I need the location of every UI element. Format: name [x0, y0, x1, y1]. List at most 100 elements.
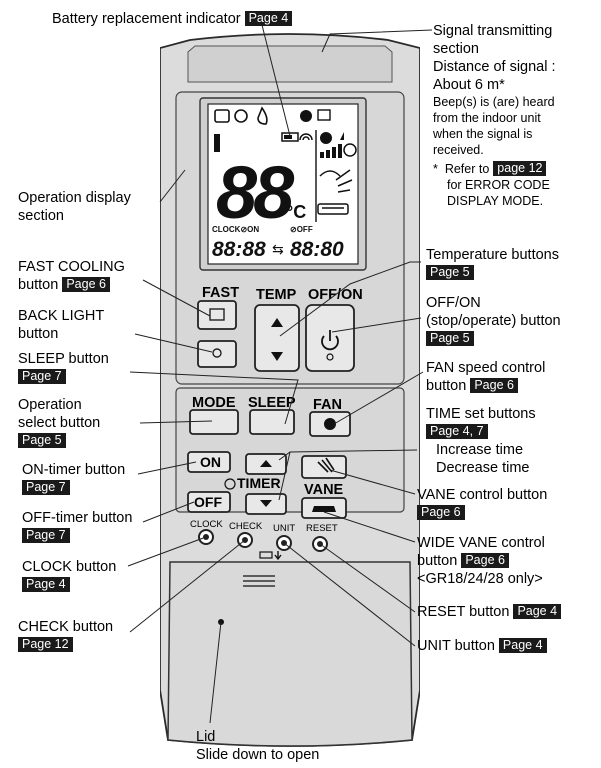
down-arrow-icon [274, 551, 282, 561]
wide-vane-line1: WIDE VANE control [417, 535, 545, 551]
on-timer-line1: ON-timer button [22, 462, 126, 478]
unit-line1: UNIT button [417, 638, 495, 654]
time-set-page-badge: Page 4, 7 [426, 424, 488, 439]
off-timer-line1: OFF-timer button [22, 510, 133, 526]
bulb-icon [212, 348, 222, 358]
note-page-badge: page 12 [493, 161, 547, 176]
time-increase-button[interactable] [245, 453, 287, 475]
back-light-button[interactable] [197, 340, 237, 368]
fan-speed-bars [320, 132, 357, 158]
time-down-icon [260, 500, 272, 507]
remote-control: 88 °C CLOCK⊘ON ⊘OFF 88:88 ⇆ 88:80 FAST T… [160, 33, 420, 747]
cool-mode-icon [234, 109, 248, 123]
sleep-page-badge: Page 7 [18, 369, 66, 384]
fast-cooling-button[interactable] [197, 300, 237, 330]
lid [167, 561, 413, 747]
fan-speed-line1: FAN speed control [426, 360, 546, 376]
fan-speed-page-badge: Page 6 [470, 378, 518, 393]
unit-label: UNIT [273, 523, 295, 534]
fast-cooling-page-badge: Page 6 [62, 277, 110, 292]
big-digits: 88 [216, 151, 295, 234]
temp-up-icon [271, 318, 283, 327]
swirl-icon [343, 143, 357, 157]
wide-vane-line2: button [417, 553, 458, 569]
off-timer-page-badge: Page 7 [22, 528, 70, 543]
timer-label: TIMER [237, 475, 281, 491]
time-up-icon [260, 460, 272, 467]
sleep-button-label: SLEEP button Page 7 [18, 350, 109, 386]
reset-label: RESET [306, 523, 338, 534]
unit-page-badge: Page 4 [498, 638, 547, 653]
fan-speed-line2: button [426, 378, 467, 394]
time-set-line1: TIME set buttons [426, 406, 536, 422]
power-led [326, 353, 334, 361]
temperature-line1: Temperature buttons [426, 247, 559, 263]
beep-line2: from the indoor unit [433, 111, 541, 125]
reset-line1: RESET button [417, 604, 510, 620]
battery-level [284, 135, 292, 139]
back-light-line2: button [18, 326, 59, 342]
off-timer-button[interactable]: OFF [187, 491, 231, 513]
time-right: 88:80 [290, 238, 344, 261]
clock-line1: CLOCK button [22, 559, 117, 575]
reset-page-badge: Page 4 [513, 604, 562, 619]
operation-select-line1: Operation [18, 397, 82, 413]
vane-line1: VANE control button [417, 487, 548, 503]
clock-label: CLOCK [190, 519, 223, 530]
note-star: * [433, 162, 438, 176]
on-timer-button[interactable]: ON [187, 451, 231, 473]
battery-page-badge: Page 4 [244, 11, 293, 26]
off-timer-label: OFF-timer button Page 7 [22, 509, 132, 545]
offon-line1: OFF/ON [426, 295, 481, 311]
beep-line4: received. [433, 143, 484, 157]
vane-lcd-icons [317, 169, 353, 215]
temperature-buttons[interactable] [254, 304, 300, 372]
wide-vane-page-badge: Page 6 [461, 553, 509, 568]
fast-top-icon [317, 109, 331, 121]
time-set-line2: Increase time [436, 442, 524, 458]
note-prefix: Refer to [444, 162, 490, 176]
lid-grip [243, 575, 275, 587]
on-timer-label: ON-timer button Page 7 [22, 461, 125, 497]
clock-on-label: CLOCK⊘ON [212, 225, 259, 234]
off-label-button: OFF [194, 494, 222, 510]
wide-vane-icon [312, 506, 336, 512]
vane-button[interactable] [301, 455, 347, 479]
time-left: 88:88 [212, 238, 266, 261]
mode-label: MODE [192, 395, 236, 411]
fast-cooling-line1: FAST COOLING [18, 259, 125, 275]
fan-button[interactable] [309, 411, 351, 437]
operation-display-label: Operation display section [18, 189, 131, 225]
note-line3: DISPLAY MODE. [447, 194, 544, 208]
offon-line2: (stop/operate) button [426, 313, 561, 329]
offon-button[interactable] [305, 304, 355, 372]
signal-line4: About 6 m* [433, 77, 505, 93]
battery-indicator-text: Battery replacement indicator [52, 11, 241, 27]
fan-speed-icon [320, 132, 332, 144]
beep-line3: when the signal is [433, 127, 533, 141]
lid-line1: Lid [196, 729, 216, 745]
note-line2: for ERROR CODE [447, 178, 550, 192]
check-label: CHECK [229, 521, 263, 532]
operation-select-page-badge: Page 5 [18, 433, 66, 448]
signal-icon [299, 133, 313, 141]
lid-label: Lid Slide down to open [196, 728, 319, 764]
time-set-line3: Decrease time [436, 460, 530, 476]
offon-page-badge: Page 5 [426, 331, 474, 346]
signal-window [187, 45, 393, 83]
wide-vane-lcd-icon [317, 203, 349, 215]
battery-small-icon [259, 551, 273, 559]
fan-icon [324, 418, 336, 430]
temp-label: TEMP [256, 287, 297, 303]
sleep-label: SLEEP [248, 395, 296, 411]
sleep-button[interactable] [249, 409, 295, 435]
sleep-line1: SLEEP button [18, 351, 109, 367]
time-decrease-button[interactable] [245, 493, 287, 515]
wide-vane-button[interactable] [301, 497, 347, 519]
on-timer-page-badge: Page 7 [22, 480, 70, 495]
operation-select-label: Operation select button Page 5 [18, 396, 100, 450]
